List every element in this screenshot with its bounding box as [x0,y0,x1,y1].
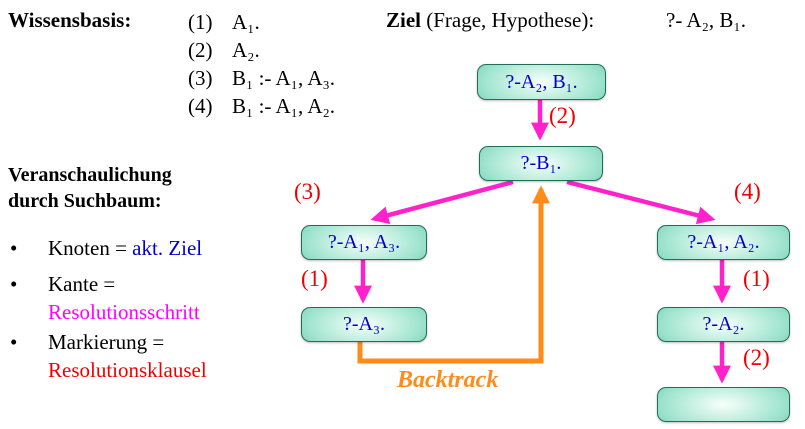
ziel-label: Ziel (Frage, Hypothese): [386,8,594,33]
bullet-knoten-text: Knoten = akt. Ziel [48,234,202,262]
clause-number: (2) [188,38,213,62]
tree-node-a3: ?-A₃. [301,307,427,342]
tree-node-a1a2: ?-A₁, A₂. [657,225,790,260]
tree-node-a1a3: ?-A₁, A₃. [301,225,427,260]
wissensbasis-label: Wissensbasis: [8,8,132,32]
edge-label-1-right: (1) [743,266,770,291]
edge-b1-to-a1a3 [370,179,514,224]
kb-clause-row: (2) A₂. [188,36,335,64]
bullet-markierung: • Markierung = Resolutionsklausel [10,328,207,384]
backtrack-label: Backtrack [397,367,499,393]
suchbaum-title-line1: Veranschaulichung [8,164,172,186]
bullet-markierung-text: Markierung = Resolutionsklausel [48,328,207,384]
kb-clause-row: (4) B₁ :- A₁, A₂. [188,92,335,120]
bullet-markierung-highlight: Resolutionsklausel [48,358,207,382]
edge-label-4: (4) [734,179,761,204]
bullet-knoten-plain: Knoten = [48,236,133,260]
clause-text: A₂. [232,38,260,62]
bullet-kante-text: Kante = Resolutionsschritt [48,270,200,326]
ziel-label-rest: (Frage, Hypothese): [421,8,595,32]
bullet-knoten: • Knoten = akt. Ziel [10,234,202,262]
edge-b1-to-a1a2 [566,179,716,225]
bullet-markierung-plain: Markierung = [48,330,165,354]
bullet-kante: • Kante = Resolutionsschritt [10,270,200,326]
tree-node-b1: ?-B₁. [479,146,603,181]
bullet-marker: • [10,236,18,260]
clause-number: (4) [188,94,213,118]
ziel-label-bold: Ziel [386,8,421,32]
edge-label-2-bottom: (2) [743,345,770,370]
clause-number: (1) [188,10,213,34]
suchbaum-title: Veranschaulichung durch Suchbaum: [8,162,172,214]
edge-label-1-left: (1) [301,266,328,291]
edge-label-3: (3) [294,179,321,204]
kb-clause-row: (1) A₁. [188,8,335,36]
tree-node-empty [657,387,790,422]
tree-node-root: ?-A₂, B₁. [477,64,606,100]
clause-text: B₁ :- A₁, A₂. [232,94,336,118]
kb-clause-row: (3) B₁ :- A₁, A₃. [188,64,335,92]
clause-text: A₁. [232,10,260,34]
bullet-knoten-highlight: akt. Ziel [132,236,203,260]
suchbaum-title-line2: durch Suchbaum: [8,190,162,212]
edge-label-2-top: (2) [549,103,576,128]
bullet-kante-plain: Kante = [48,272,116,296]
knowledge-base-list: (1) A₁. (2) A₂. (3) B₁ :- A₁, A₃. (4) B₁… [188,8,335,120]
bullet-kante-highlight: Resolutionsschritt [48,300,200,324]
tree-node-a2: ?-A₂. [657,307,790,342]
clause-number: (3) [188,66,213,90]
bullet-marker: • [10,330,18,354]
ziel-value: ?- A₂, B₁. [666,8,746,32]
clause-text: B₁ :- A₁, A₃. [232,66,336,90]
bullet-marker: • [10,272,18,296]
